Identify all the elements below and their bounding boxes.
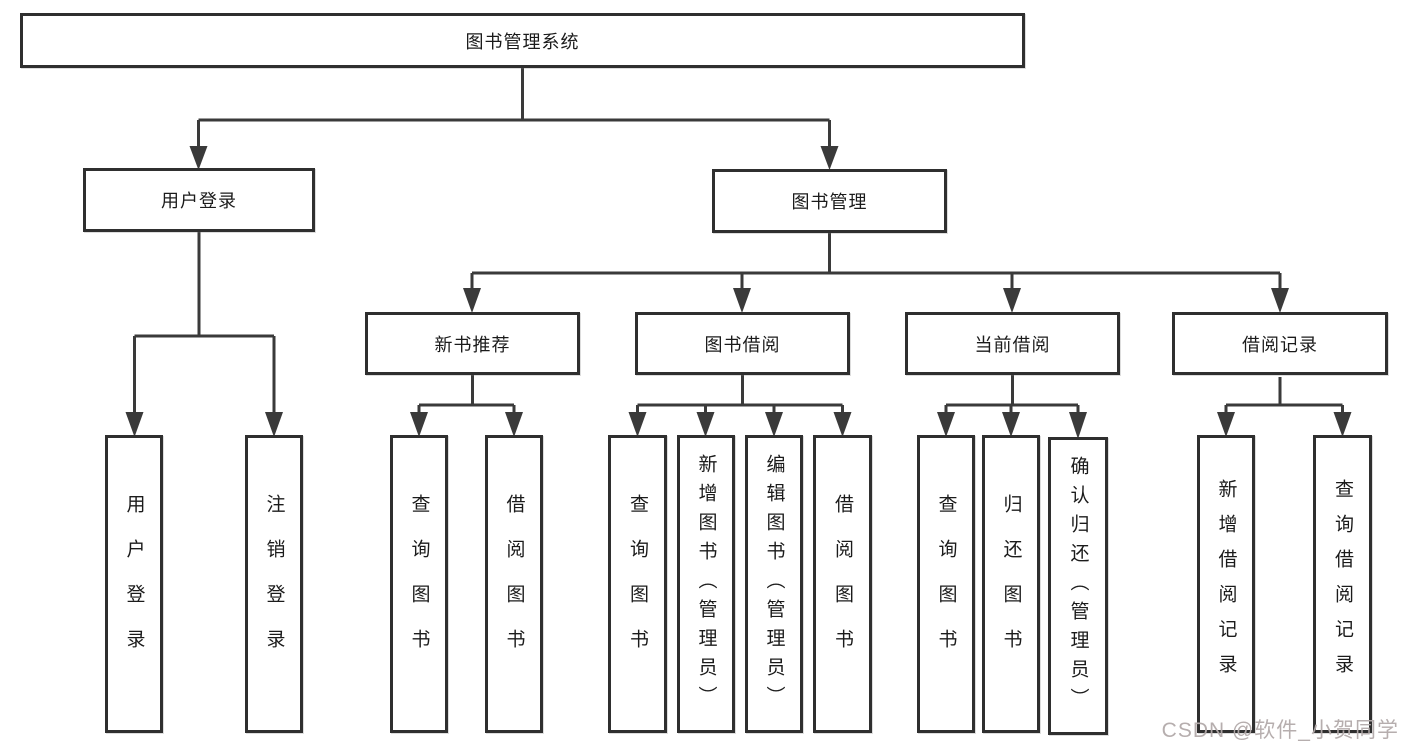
leaf-borrowing-query-books-label: 查询图书 (627, 494, 648, 674)
leaf-confirm-return-admin-label: 确认归还（管理员） (1067, 455, 1089, 717)
node-borrow-records-label: 借阅记录 (1242, 334, 1318, 355)
leaf-user-login-label: 用户登录 (123, 494, 145, 674)
node-book-borrowing: 图书借阅 (635, 312, 850, 375)
node-borrow-records: 借阅记录 (1172, 312, 1388, 375)
node-book-management-label: 图书管理 (791, 192, 868, 212)
node-root-label: 图书管理系统 (465, 31, 580, 52)
leaf-recommend-query-books-label: 查询图书 (408, 494, 430, 674)
csdn-watermark: CSDN @软件_小贺同学 (1161, 719, 1399, 742)
leaf-logout-label: 注销登录 (263, 494, 285, 674)
node-user-login-branch: 用户登录 (83, 168, 315, 232)
leaf-logout: 注销登录 (245, 435, 303, 733)
leaf-query-borrow-record-label: 查询借阅记录 (1332, 479, 1353, 689)
leaf-current-query-books-label: 查询图书 (935, 494, 957, 674)
leaf-add-borrow-record: 新增借阅记录 (1197, 435, 1255, 733)
node-new-book-recommend: 新书推荐 (365, 312, 580, 375)
leaf-return-books: 归还图书 (982, 435, 1040, 733)
leaf-user-login: 用户登录 (105, 435, 163, 733)
leaf-add-books-admin: 新增图书（管理员） (677, 435, 735, 733)
leaf-add-books-admin-label: 新增图书（管理员） (695, 453, 717, 715)
node-book-borrowing-label: 图书借阅 (704, 334, 781, 355)
leaf-return-books-label: 归还图书 (1000, 494, 1022, 674)
leaf-recommend-query-books: 查询图书 (390, 435, 448, 733)
leaf-recommend-borrow-books: 借阅图书 (485, 435, 543, 733)
leaf-edit-books-admin-label: 编辑图书（管理员） (763, 453, 785, 715)
node-new-book-recommend-label: 新书推荐 (434, 334, 511, 355)
node-current-borrowing: 当前借阅 (905, 312, 1120, 375)
leaf-borrowing-borrow-books-label: 借阅图书 (832, 494, 853, 674)
leaf-recommend-borrow-books-label: 借阅图书 (503, 494, 525, 674)
leaf-current-query-books: 查询图书 (917, 435, 975, 733)
leaf-confirm-return-admin: 确认归还（管理员） (1048, 437, 1108, 735)
leaf-borrowing-borrow-books: 借阅图书 (813, 435, 872, 733)
leaf-borrowing-query-books: 查询图书 (608, 435, 667, 733)
node-root-system: 图书管理系统 (20, 13, 1025, 68)
leaf-query-borrow-record: 查询借阅记录 (1313, 435, 1372, 733)
node-book-management-branch: 图书管理 (712, 169, 947, 233)
leaf-add-borrow-record-label: 新增借阅记录 (1215, 479, 1237, 689)
leaf-edit-books-admin: 编辑图书（管理员） (745, 435, 803, 733)
node-current-borrowing-label: 当前借阅 (974, 334, 1051, 355)
node-user-login-label: 用户登录 (161, 191, 237, 211)
